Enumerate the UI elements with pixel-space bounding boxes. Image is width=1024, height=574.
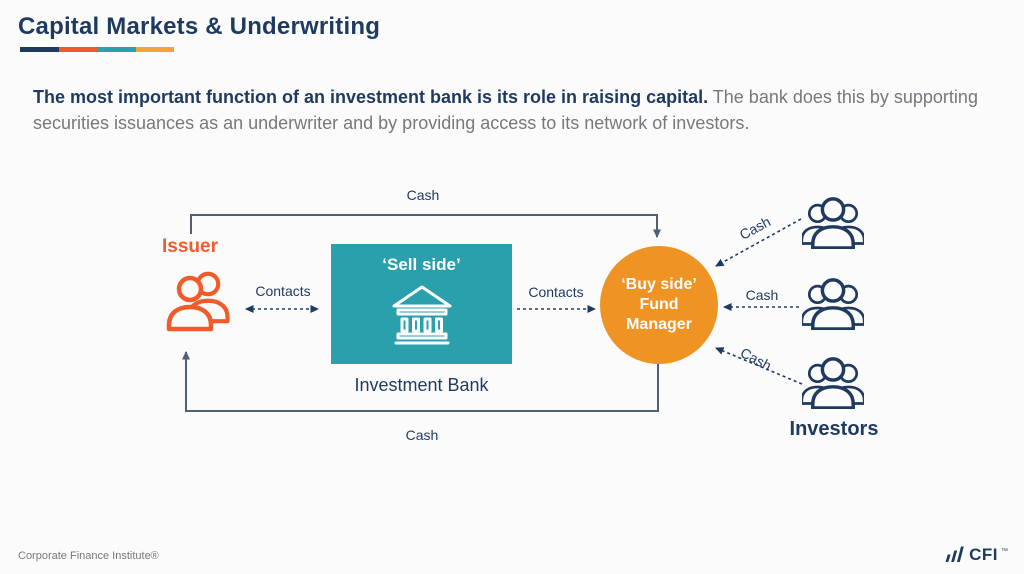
- contacts-left-label: Contacts: [255, 283, 311, 299]
- buy-side-line1: ‘Buy side’: [621, 276, 697, 293]
- page-title: Capital Markets & Underwriting: [18, 13, 381, 40]
- sell-side-box: ‘Sell side’: [331, 244, 512, 364]
- cash-investor-bottom-label: Cash: [737, 344, 775, 374]
- contacts-right-label: Contacts: [528, 284, 584, 300]
- footer-company-name: Corporate Finance Institute®: [18, 550, 159, 562]
- buy-side-line3: Manager: [626, 316, 692, 333]
- cfi-trademark: ™: [1001, 548, 1008, 555]
- intro-paragraph: The most important function of an invest…: [33, 84, 985, 136]
- cash-top-connector: [190, 214, 661, 238]
- investor-group-icon: [802, 357, 864, 409]
- cfi-logo-text: CFI: [969, 545, 998, 564]
- title-underline-segment: [58, 47, 97, 52]
- cfi-logo: CFI ™: [944, 545, 1008, 563]
- title-underline-segment: [20, 47, 59, 52]
- issuer-two-people-icon: [166, 271, 230, 332]
- intro-bold-text: The most important function of an invest…: [33, 87, 709, 107]
- cash-bottom-label: Cash: [405, 427, 439, 443]
- title-underline-segment: [135, 47, 174, 52]
- investor-group-icon: [802, 278, 864, 330]
- cash-investor-top-label: Cash: [736, 213, 774, 243]
- investment-bank-caption: Investment Bank: [354, 375, 489, 395]
- cash-top-label: Cash: [406, 187, 440, 203]
- issuer-label: Issuer: [162, 236, 218, 257]
- sell-side-label: ‘Sell side’: [382, 255, 461, 274]
- buy-side-fund-manager-circle: ‘Buy side’ Fund Manager: [600, 246, 718, 364]
- investor-group-icon: [802, 197, 864, 249]
- cfi-bars-icon: [945, 546, 964, 562]
- cash-investor-middle-label: Cash: [745, 287, 779, 303]
- intro-regular-text: The bank does this by supporting securit…: [33, 87, 978, 133]
- title-underline-segment: [97, 47, 136, 52]
- buy-side-line2: Fund: [639, 296, 679, 313]
- title-underline: [20, 47, 174, 52]
- investors-label: Investors: [789, 418, 879, 440]
- bank-building-icon: [392, 285, 451, 345]
